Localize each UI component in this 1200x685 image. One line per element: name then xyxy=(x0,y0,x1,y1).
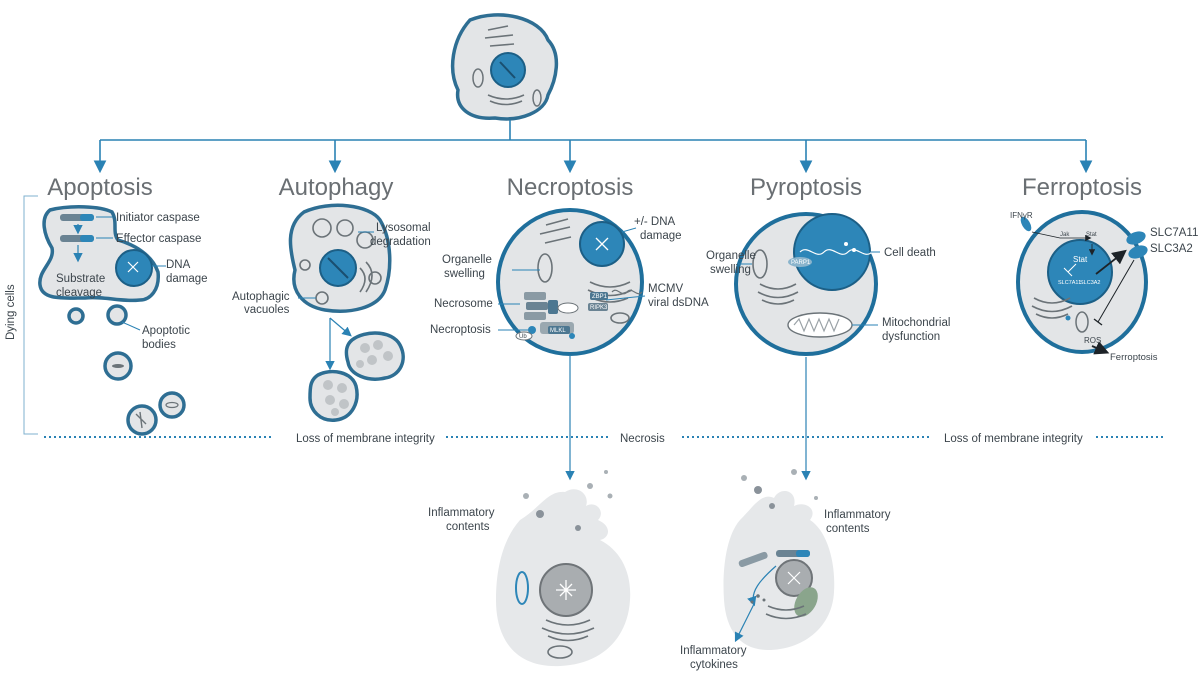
parp1-label: PARP1 xyxy=(791,260,811,266)
slc7a11-inner-label: SLC7A11 xyxy=(1058,280,1081,286)
slc7a11-label: SLC7A11 xyxy=(1150,227,1198,239)
slc3a2-inner-label: SLC3A2 xyxy=(1080,280,1101,286)
healthy-cell xyxy=(450,13,559,121)
necrosis-label: Necrosis xyxy=(620,433,665,445)
stat-label-nucleus: Stat xyxy=(1073,255,1088,264)
necro-dna-label-2: damage xyxy=(640,230,682,242)
pyro-organelle-label-1: Organelle xyxy=(706,250,756,262)
lysosomal-label-1: Lysosomal xyxy=(376,222,431,234)
heading-autophagy: Autophagy xyxy=(279,174,394,201)
necrotic-cell xyxy=(496,470,631,667)
dying-cells-label: Dying cells xyxy=(5,284,17,340)
jak-label: Jak xyxy=(1060,232,1070,238)
mito-label-2: dysfunction xyxy=(882,331,940,343)
heading-ferroptosis: Ferroptosis xyxy=(1022,174,1142,201)
lysosomal-label-2: degradation xyxy=(370,236,431,248)
mito-label-1: Mitochondrial xyxy=(882,317,950,329)
ros-label: ROS xyxy=(1084,336,1101,345)
necro-dna-label-1: +/- DNA xyxy=(634,216,676,228)
pyroptotic-cell xyxy=(723,469,835,650)
effector-caspase-label: Effector caspase xyxy=(116,233,201,245)
apoptotic-bodies-label-1: Apoptotic xyxy=(142,325,190,337)
autophagy-cell xyxy=(288,203,405,422)
apoptosis-cell xyxy=(38,205,186,436)
loss-membrane-label-1: Loss of membrane integrity xyxy=(296,433,435,445)
slc3a2-label: SLC3A2 xyxy=(1150,243,1193,255)
ripk3-label: RIPK3 xyxy=(590,305,608,311)
ferroptosis-cell xyxy=(1016,210,1148,355)
necrosome-label: Necrosome xyxy=(434,298,493,310)
mcmv-label-1: MCMV xyxy=(648,283,683,295)
inflam2-label-1: Inflammatory xyxy=(824,509,891,521)
necroptosis-label: Necroptosis xyxy=(430,324,491,336)
necro-organelle-label-2: swelling xyxy=(444,268,485,280)
vacuoles-label-1: Autophagic xyxy=(232,291,290,303)
ub-label: Ub xyxy=(519,334,527,340)
tree-connector xyxy=(93,120,1093,174)
pyroptosis-cell: PARP1 xyxy=(734,212,880,481)
necroptosis-cell: ZBP1 RIPK3 MLKL Ub xyxy=(496,208,646,481)
initiator-caspase-label: Initiator caspase xyxy=(116,212,200,224)
loss-membrane-label-2: Loss of membrane integrity xyxy=(944,433,1083,445)
necro-organelle-label-1: Organelle xyxy=(442,254,492,266)
mlkl-label: MLKL xyxy=(550,328,566,334)
substrate-label-2: cleavage xyxy=(56,287,102,299)
apoptosis-dna-label-1: DNA xyxy=(166,259,191,271)
apoptotic-bodies-label-2: bodies xyxy=(142,339,176,351)
cytokines-label-2: cytokines xyxy=(690,659,738,671)
zbp1-label: ZBP1 xyxy=(592,294,608,300)
vacuoles-label-2: vacuoles xyxy=(244,304,290,316)
inflam2-label-2: contents xyxy=(826,523,870,535)
ifngr-label: IFNγR xyxy=(1010,211,1033,220)
heading-apoptosis: Apoptosis xyxy=(47,174,152,201)
heading-necroptosis: Necroptosis xyxy=(507,174,634,201)
ferroptosis-outcome-label: Ferroptosis xyxy=(1110,352,1158,363)
inflam1-label-2: contents xyxy=(446,521,490,533)
substrate-label-1: Substrate xyxy=(56,273,105,285)
dying-cells-bracket: Dying cells xyxy=(5,195,38,435)
apoptosis-dna-label-2: damage xyxy=(166,273,208,285)
stat-label-top: Stat xyxy=(1086,232,1097,238)
mcmv-label-2: viral dsDNA xyxy=(648,297,709,309)
cytokines-label-1: Inflammatory xyxy=(680,645,747,657)
cell-death-label: Cell death xyxy=(884,247,936,259)
heading-pyroptosis: Pyroptosis xyxy=(750,174,862,201)
pyro-organelle-label-2: swelling xyxy=(710,264,751,276)
inflam1-label-1: Inflammatory xyxy=(428,507,495,519)
